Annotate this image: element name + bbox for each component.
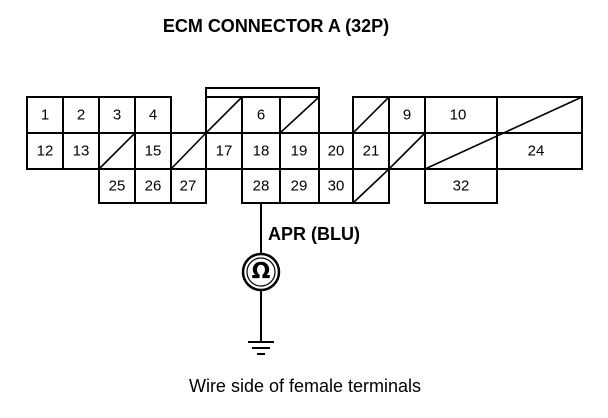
terminal-label: 24 [528,143,545,160]
terminal-label: 25 [109,178,126,195]
terminal-30 [318,168,354,204]
terminal-label: 32 [453,178,470,195]
unused-terminal-hatch [98,132,136,170]
terminal-label: 29 [291,178,308,195]
terminal-24 [496,132,583,170]
terminal-27 [170,168,207,204]
terminal-label: 30 [328,178,345,195]
terminal-label: 18 [253,143,270,160]
terminal-label: 19 [291,143,308,160]
terminal-label: 26 [145,178,162,195]
terminal-29 [279,168,320,204]
terminal-label: 3 [113,107,121,124]
diagram-title: ECM CONNECTOR A (32P) [163,16,389,36]
probe-terminal-label: APR (BLU) [268,224,360,244]
terminal-12 [26,132,64,170]
terminal-4 [134,96,172,134]
terminal-label: 2 [77,107,85,124]
unused-terminal-hatch [205,96,243,134]
unused-terminal-hatch [279,96,320,134]
terminal-17 [205,132,243,170]
unused-terminal-hatch [170,132,207,170]
terminal-label: 9 [403,107,411,124]
terminal-32 [424,168,498,204]
ohmmeter-icon: Ω [241,252,281,292]
unused-terminal-hatch [424,96,583,170]
unused-terminal-hatch [352,168,390,204]
terminal-10 [424,96,498,134]
terminal-label: 28 [253,178,270,195]
terminal-label: 13 [73,143,90,160]
terminal-label: 4 [149,107,157,124]
connector-row-1: 1 2 3 4 6 9 10 [26,96,583,134]
terminal-label: 27 [180,178,197,195]
terminal-21 [352,132,390,170]
terminal-label: 15 [145,143,162,160]
ohm-symbol: Ω [252,260,271,285]
connector-latch [205,87,320,97]
unused-terminal-hatch [352,96,390,134]
unused-terminal-hatch [388,132,426,170]
ground-icon [248,341,274,355]
terminal-label: 10 [450,107,467,124]
terminal-label: 12 [37,143,54,160]
terminal-label: 6 [257,107,265,124]
terminal-label: 20 [328,143,345,160]
terminal-label: 21 [363,143,380,160]
connector-row-2: 12 13 15 17 18 19 20 21 24 [26,96,583,170]
diagram-caption: Wire side of female terminals [189,376,421,396]
terminal-label: 17 [216,143,233,160]
connector-row-3: 25 26 27 28 29 30 32 [98,168,498,204]
terminal-label: 1 [41,107,49,124]
